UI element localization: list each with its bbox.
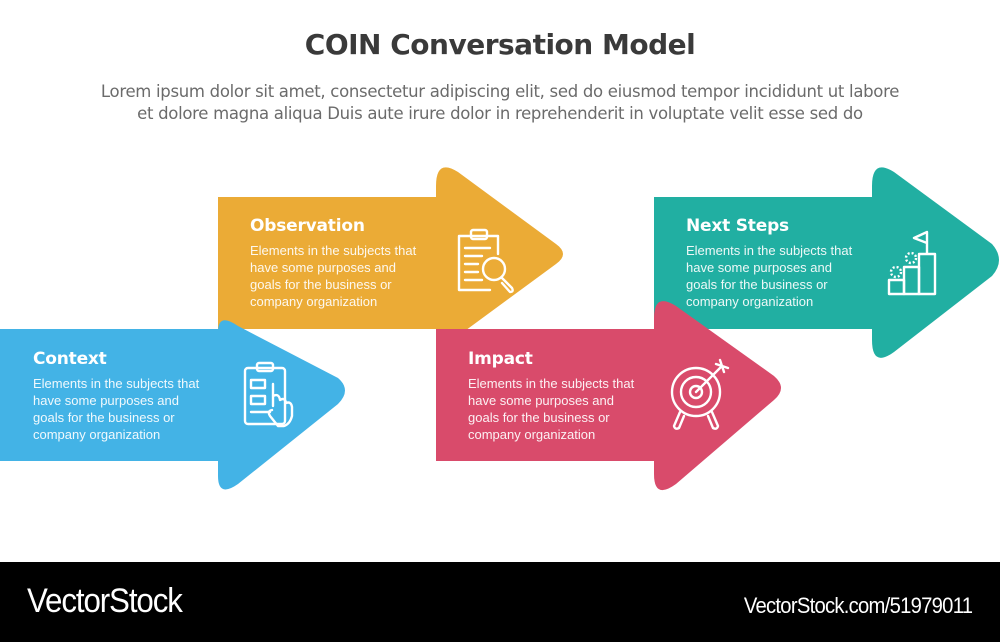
target-arrow-icon [670, 358, 730, 430]
clipboard-magnifier-icon [457, 228, 514, 294]
step-card-next-steps: Next Steps Elements in the subjects that… [686, 216, 866, 310]
page-title: COIN Conversation Model [304, 28, 696, 61]
step-title: Next Steps [686, 216, 789, 236]
step-title: Observation [250, 216, 365, 236]
subtitle-line-1: Lorem ipsum dolor sit amet, consectetur … [100, 82, 900, 101]
clipboard-hand-icon [243, 361, 294, 428]
footer-bar: VectorStock VectorStock.com/51979011 [0, 562, 1000, 642]
step-title: Impact [468, 349, 533, 369]
arrow-context [0, 320, 345, 490]
step-description: Elements in the subjects that have some … [33, 376, 200, 442]
footer-url: VectorStock.com/51979011 [743, 593, 973, 618]
page-subtitle: Lorem ipsum dolor sit amet, consectetur … [40, 81, 960, 125]
stairs-flag-icon [887, 230, 937, 296]
step-card-context: Context Elements in the subjects that ha… [33, 349, 213, 443]
step-description: Elements in the subjects that have some … [468, 376, 635, 442]
footer-brand: VectorStock [27, 582, 183, 620]
step-card-observation: Observation Elements in the subjects tha… [250, 216, 430, 310]
step-card-impact: Impact Elements in the subjects that hav… [468, 349, 648, 443]
step-title: Context [33, 349, 107, 369]
arrow-impact [436, 301, 781, 491]
step-description: Elements in the subjects that have some … [250, 243, 417, 309]
subtitle-line-2: et dolore magna aliqua Duis aute irure d… [137, 104, 863, 123]
arrow-observation [218, 167, 563, 341]
step-description: Elements in the subjects that have some … [686, 243, 853, 309]
